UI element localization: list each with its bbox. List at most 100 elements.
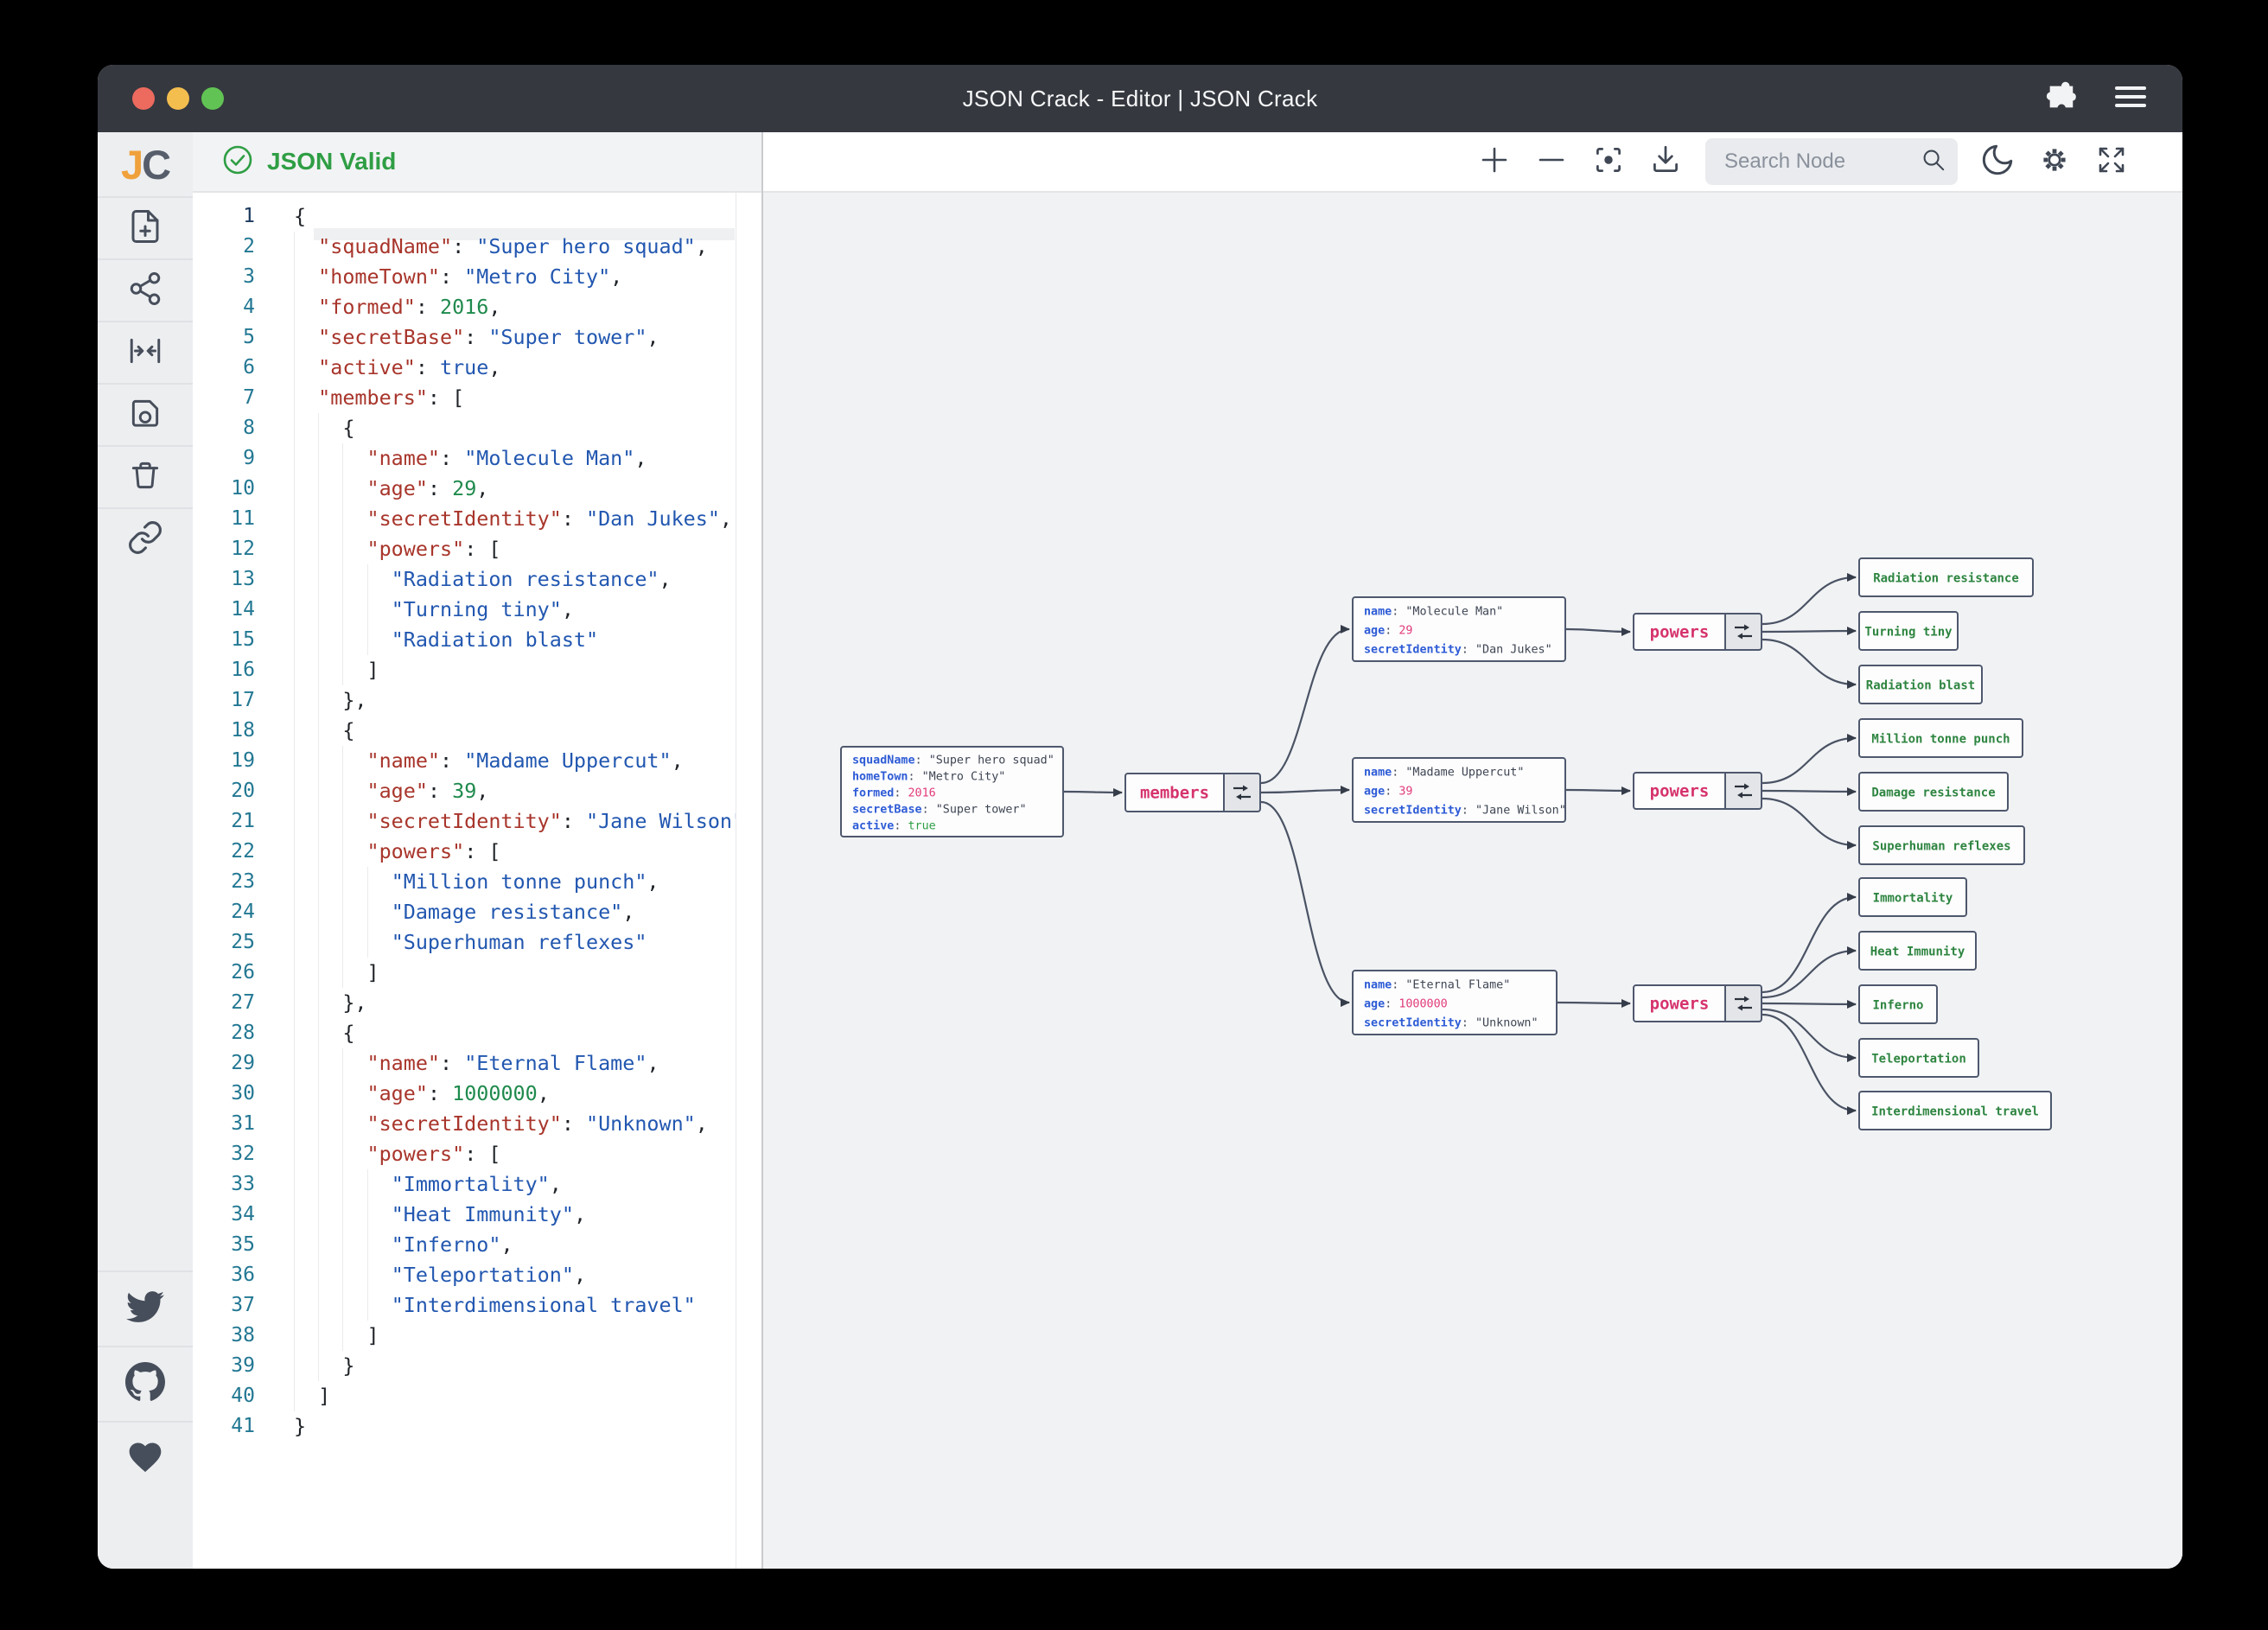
code-line[interactable]: } — [294, 1351, 736, 1381]
code-line[interactable]: "active": true, — [294, 353, 736, 383]
code-line[interactable]: { — [294, 413, 736, 443]
editor-line[interactable]: 38] — [193, 1321, 761, 1351]
code-line[interactable]: "Interdimensional travel" — [294, 1290, 736, 1321]
code-line[interactable]: }, — [294, 988, 736, 1018]
search-node-box[interactable] — [1705, 138, 1958, 185]
editor-line[interactable]: 18{ — [193, 716, 761, 746]
code-line[interactable]: "secretBase": "Super tower", — [294, 322, 736, 353]
code-line[interactable]: ] — [294, 1321, 736, 1351]
editor-line[interactable]: 25"Superhuman reflexes" — [193, 927, 761, 958]
editor-line[interactable]: 14"Turning tiny", — [193, 595, 761, 625]
graph-node-p3a[interactable]: Immortality — [1858, 877, 1967, 917]
graph-node-p2b[interactable]: Damage resistance — [1858, 772, 2009, 812]
node-box[interactable] — [1859, 1092, 2051, 1130]
code-line[interactable]: "Teleportation", — [294, 1260, 736, 1290]
node-box[interactable] — [1859, 665, 1982, 704]
editor-line[interactable]: 33"Immortality", — [193, 1169, 761, 1200]
code-line[interactable]: }, — [294, 685, 736, 716]
code-line[interactable]: "Damage resistance", — [294, 897, 736, 927]
code-line[interactable]: ] — [294, 655, 736, 685]
editor-line[interactable]: 36"Teleportation", — [193, 1260, 761, 1290]
graph-node-members[interactable]: members — [1124, 773, 1261, 812]
code-line[interactable]: "secretIdentity": "Dan Jukes", — [294, 504, 736, 534]
graph-node-p3b[interactable]: Heat Immunity — [1858, 931, 1977, 971]
code-line[interactable]: "Superhuman reflexes" — [294, 927, 736, 958]
editor-line[interactable]: 12"powers": [ — [193, 534, 761, 564]
code-line[interactable]: "age": 1000000, — [294, 1079, 736, 1109]
code-line[interactable]: { — [294, 1018, 736, 1048]
code-line[interactable]: "name": "Eternal Flame", — [294, 1048, 736, 1079]
graph-canvas[interactable]: squadName: "Super hero squad"homeTown: "… — [763, 193, 2182, 1569]
editor-line[interactable]: 7"members": [ — [193, 383, 761, 413]
editor-line[interactable]: 23"Million tonne punch", — [193, 867, 761, 897]
node-box[interactable] — [1859, 1039, 1978, 1077]
node-box[interactable] — [1859, 826, 2024, 864]
graph-node-p3c[interactable]: Inferno — [1858, 984, 1938, 1024]
editor-line[interactable]: 27}, — [193, 988, 761, 1018]
graph-node-powers3[interactable]: powers — [1633, 984, 1762, 1022]
editor-line[interactable]: 28{ — [193, 1018, 761, 1048]
code-line[interactable]: ] — [294, 1381, 736, 1411]
extension-puzzle-icon[interactable] — [2044, 80, 2077, 118]
editor-line[interactable]: 32"powers": [ — [193, 1139, 761, 1169]
sidebar-item-collapse[interactable] — [98, 321, 193, 383]
code-line[interactable]: "squadName": "Super hero squad", — [294, 232, 736, 262]
editor-line[interactable]: 35"Inferno", — [193, 1230, 761, 1260]
editor-line[interactable]: 20"age": 39, — [193, 776, 761, 806]
code-line[interactable]: "secretIdentity": "Unknown", — [294, 1109, 736, 1139]
center-view-button[interactable] — [1584, 137, 1633, 186]
node-box[interactable] — [1859, 719, 2023, 757]
node-box[interactable] — [1859, 612, 1958, 650]
graph-node-powers1[interactable]: powers — [1633, 613, 1762, 651]
code-line[interactable]: "Radiation resistance", — [294, 564, 736, 595]
editor-line[interactable]: 1{ — [193, 201, 761, 232]
code-line[interactable]: "secretIdentity": "Jane Wilson", — [294, 806, 736, 837]
editor-line[interactable]: 10"age": 29, — [193, 474, 761, 504]
code-line[interactable]: { — [294, 204, 307, 228]
fullscreen-button[interactable] — [2087, 137, 2136, 186]
editor-line[interactable]: 13"Radiation resistance", — [193, 564, 761, 595]
graph-node-madame[interactable]: name: "Madame Uppercut"age: 39secretIden… — [1352, 757, 1566, 823]
panel-divider[interactable] — [761, 132, 763, 1569]
editor-line[interactable]: 40] — [193, 1381, 761, 1411]
settings-button[interactable] — [2030, 137, 2079, 186]
code-line[interactable]: "age": 29, — [294, 474, 736, 504]
graph-node-p1a[interactable]: Radiation resistance — [1858, 557, 2034, 597]
code-line[interactable]: "age": 39, — [294, 776, 736, 806]
graph-node-p2c[interactable]: Superhuman reflexes — [1858, 825, 2025, 865]
editor-line[interactable]: 17}, — [193, 685, 761, 716]
code-line[interactable]: "Radiation blast" — [294, 625, 736, 655]
node-box[interactable] — [1859, 558, 2033, 596]
sidebar-item-save[interactable] — [98, 383, 193, 445]
editor-line[interactable]: 26] — [193, 958, 761, 988]
menu-icon[interactable] — [2113, 82, 2148, 116]
editor-line[interactable]: 5"secretBase": "Super tower", — [193, 322, 761, 353]
graph-node-p1b[interactable]: Turning tiny — [1858, 611, 1959, 651]
node-box[interactable] — [1353, 758, 1565, 822]
graph-node-p3d[interactable]: Teleportation — [1858, 1038, 1979, 1078]
graph-node-root[interactable]: squadName: "Super hero squad"homeTown: "… — [840, 746, 1064, 837]
code-line[interactable]: "formed": 2016, — [294, 292, 736, 322]
editor-line[interactable]: 21"secretIdentity": "Jane Wilson", — [193, 806, 761, 837]
sidebar-item-github[interactable] — [98, 1346, 193, 1421]
sidebar-item-delete[interactable] — [98, 445, 193, 507]
code-line[interactable]: "homeTown": "Metro City", — [294, 262, 736, 292]
node-box[interactable] — [1353, 971, 1557, 1035]
code-line[interactable]: "powers": [ — [294, 1139, 736, 1169]
editor-line[interactable]: 22"powers": [ — [193, 837, 761, 867]
editor-line[interactable]: 34"Heat Immunity", — [193, 1200, 761, 1230]
editor-line[interactable]: 6"active": true, — [193, 353, 761, 383]
sidebar-item-sponsor[interactable] — [98, 1421, 193, 1496]
code-line[interactable]: ] — [294, 958, 736, 988]
sidebar-item-twitter[interactable] — [98, 1270, 193, 1346]
node-box[interactable] — [841, 747, 1063, 837]
collapse-toggle[interactable] — [1224, 774, 1260, 812]
collapse-toggle[interactable] — [1725, 985, 1762, 1022]
dark-mode-toggle[interactable] — [1973, 137, 2022, 186]
editor-line[interactable]: 37"Interdimensional travel" — [193, 1290, 761, 1321]
node-box[interactable] — [1859, 878, 1966, 916]
zoom-in-button[interactable] — [1470, 137, 1519, 186]
graph-node-p1c[interactable]: Radiation blast — [1858, 665, 1983, 704]
node-box[interactable] — [1859, 985, 1937, 1023]
graph-node-p3e[interactable]: Interdimensional travel — [1858, 1091, 2052, 1130]
